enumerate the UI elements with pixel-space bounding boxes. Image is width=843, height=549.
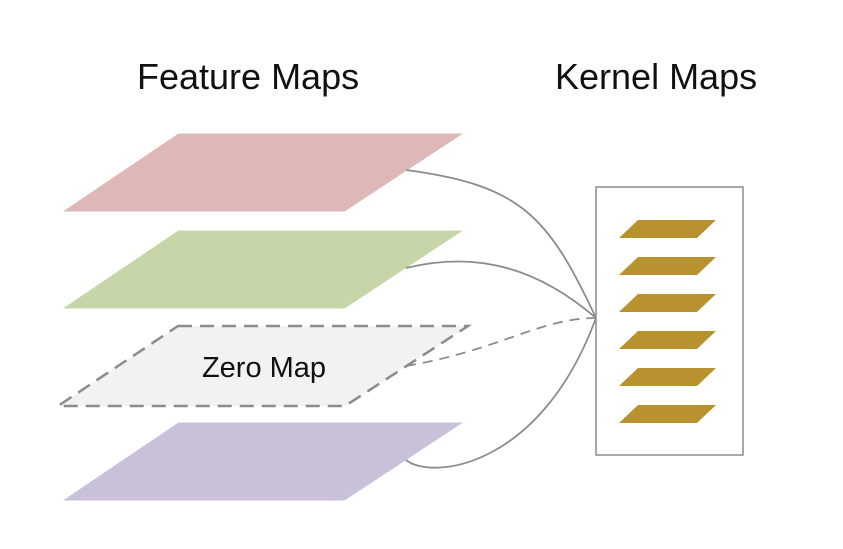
connector-feature-map-1 <box>405 169 597 319</box>
kernel-maps-group <box>619 220 716 423</box>
kernel-map-3 <box>619 294 716 312</box>
connector-feature-map-4 <box>405 317 597 469</box>
zero-map-label: Zero Map <box>202 352 326 384</box>
feature-map-1 <box>53 130 474 215</box>
kernel-map-4 <box>619 331 716 349</box>
feature-map-2 <box>53 227 474 312</box>
kernel-map-6 <box>619 405 716 423</box>
connector-feature-map-2 <box>405 260 597 319</box>
kernel-map-5 <box>619 368 716 386</box>
kernel-map-2 <box>619 257 716 275</box>
feature-map-4 <box>53 419 474 504</box>
kernel-maps-heading: Kernel Maps <box>555 56 758 97</box>
feature-maps-heading: Feature Maps <box>137 56 360 97</box>
zero-map <box>53 324 473 408</box>
connector-zero-map <box>405 317 597 367</box>
kernel-map-1 <box>619 220 716 238</box>
